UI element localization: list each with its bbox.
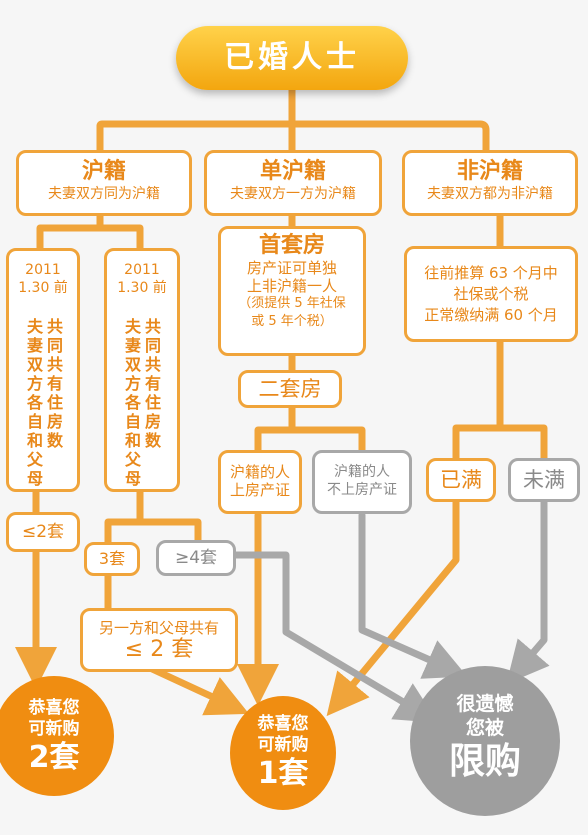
branch-single: 单沪籍 夫妻双方一方为沪籍 [204,150,382,216]
not-full: 未满 [508,458,580,502]
hu-left-date2: 1.30 前 [18,280,68,296]
result-one-l3: 1套 [257,756,309,791]
branch-nonhu-heading: 非沪籍 [456,159,523,184]
hu-left-condition: 2011 1.30 前 夫妻双方各自和父母 共同共有住房数 [6,248,80,492]
first-home-l3: （须提供 5 年社保 [238,296,346,311]
hu-not-on-cert-l1: 沪籍的人 [334,464,390,480]
hu-left-col2: 共同共有住房数 [47,317,64,450]
first-home-heading: 首套房 [258,233,325,258]
result-limited: 很遗憾 您被 限购 [410,666,560,816]
branch-hu-sub: 夫妻双方同为沪籍 [48,186,160,202]
hu-left-col1: 夫妻双方各自和父母 [27,317,44,488]
first-home-l2: 上非沪籍一人 [246,277,337,295]
nonhu-rule-l2: 社保或个税 [453,285,529,303]
full: 已满 [426,458,496,502]
count-3: 3套 [84,542,140,576]
nonhu-rule: 往前推算 63 个月中 社保或个税 正常缴纳满 60 个月 [404,246,578,342]
second-home: 二套房 [238,370,342,408]
branch-nonhu-sub: 夫妻双方都为非沪籍 [427,186,553,202]
hu-right-col1: 夫妻双方各自和父母 [125,317,142,488]
hu-on-cert: 沪籍的人 上房产证 [218,450,302,514]
first-home: 首套房 房产证可单独 上非沪籍一人 （须提供 5 年社保 或 5 年个税） [218,226,366,356]
nonhu-rule-l1: 往前推算 63 个月中 [424,264,558,282]
result-two: 恭喜您 可新购 2套 [0,676,114,796]
hu-not-on-cert: 沪籍的人 不上房产证 [312,450,412,514]
result-one-l2: 可新购 [257,735,309,755]
hu-on-cert-l2: 上房产证 [229,481,290,499]
hu-right-date: 2011 [124,262,160,278]
result-one: 恭喜您 可新购 1套 [230,696,336,810]
hu-right-condition: 2011 1.30 前 夫妻双方各自和父母 共同共有住房数 [104,248,180,492]
hu-right-date2: 1.30 前 [117,280,167,296]
result-limited-l1: 很遗憾 [456,693,514,715]
other-share: 另一方和父母共有 ≤ 2 套 [80,608,238,672]
other-share-line2: ≤ 2 套 [124,637,194,662]
hu-on-cert-l1: 沪籍的人 [229,463,290,481]
branch-hu: 沪籍 夫妻双方同为沪籍 [16,150,192,216]
first-home-l4: 或 5 年个税） [251,314,333,329]
result-one-l1: 恭喜您 [257,714,309,734]
page-title: 已婚人士 [176,26,408,90]
hu-right-col2: 共同共有住房数 [145,317,162,450]
hu-left-date: 2011 [25,262,61,278]
hu-not-on-cert-l2: 不上房产证 [327,482,397,498]
branch-single-sub: 夫妻双方一方为沪籍 [230,186,356,202]
result-two-l2: 可新购 [28,719,80,739]
branch-nonhu: 非沪籍 夫妻双方都为非沪籍 [402,150,578,216]
other-share-line1: 另一方和父母共有 [98,619,219,637]
count-ge4: ≥4套 [156,540,236,576]
branch-single-heading: 单沪籍 [259,159,326,184]
count-le2: ≤2套 [6,512,80,552]
result-two-l1: 恭喜您 [28,698,80,718]
result-limited-l2: 您被 [465,717,504,739]
first-home-l1: 房产证可单独 [246,259,337,277]
result-limited-l3: 限购 [448,741,521,782]
branch-hu-heading: 沪籍 [81,159,126,184]
result-two-l3: 2套 [28,740,80,775]
nonhu-rule-l3: 正常缴纳满 60 个月 [424,306,558,324]
